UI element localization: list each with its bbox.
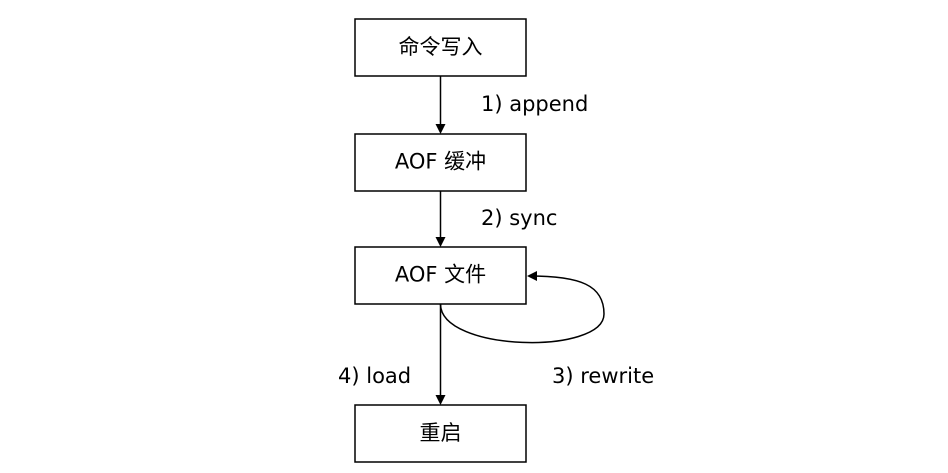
node-aof-buffer: AOF 缓冲 <box>354 133 527 192</box>
edge-append: 1) append <box>435 76 588 134</box>
node-aof-buffer-label: AOF 缓冲 <box>395 150 486 174</box>
edge-rewrite: 3) rewrite <box>439 271 654 388</box>
edge-load: 4) load <box>338 304 446 405</box>
edge-sync-label: 2) sync <box>481 206 557 230</box>
node-command-write-label: 命令写入 <box>399 35 483 59</box>
node-command-write: 命令写入 <box>354 18 527 77</box>
node-restart: 重启 <box>354 404 527 463</box>
node-restart-label: 重启 <box>420 421 462 445</box>
node-aof-file: AOF 文件 <box>354 246 527 305</box>
edge-load-label: 4) load <box>338 364 411 388</box>
arrow-rewrite <box>439 271 605 344</box>
edge-sync: 2) sync <box>435 191 557 247</box>
edge-rewrite-label: 3) rewrite <box>552 364 654 388</box>
node-aof-file-label: AOF 文件 <box>395 263 486 287</box>
edge-append-label: 1) append <box>481 92 588 116</box>
